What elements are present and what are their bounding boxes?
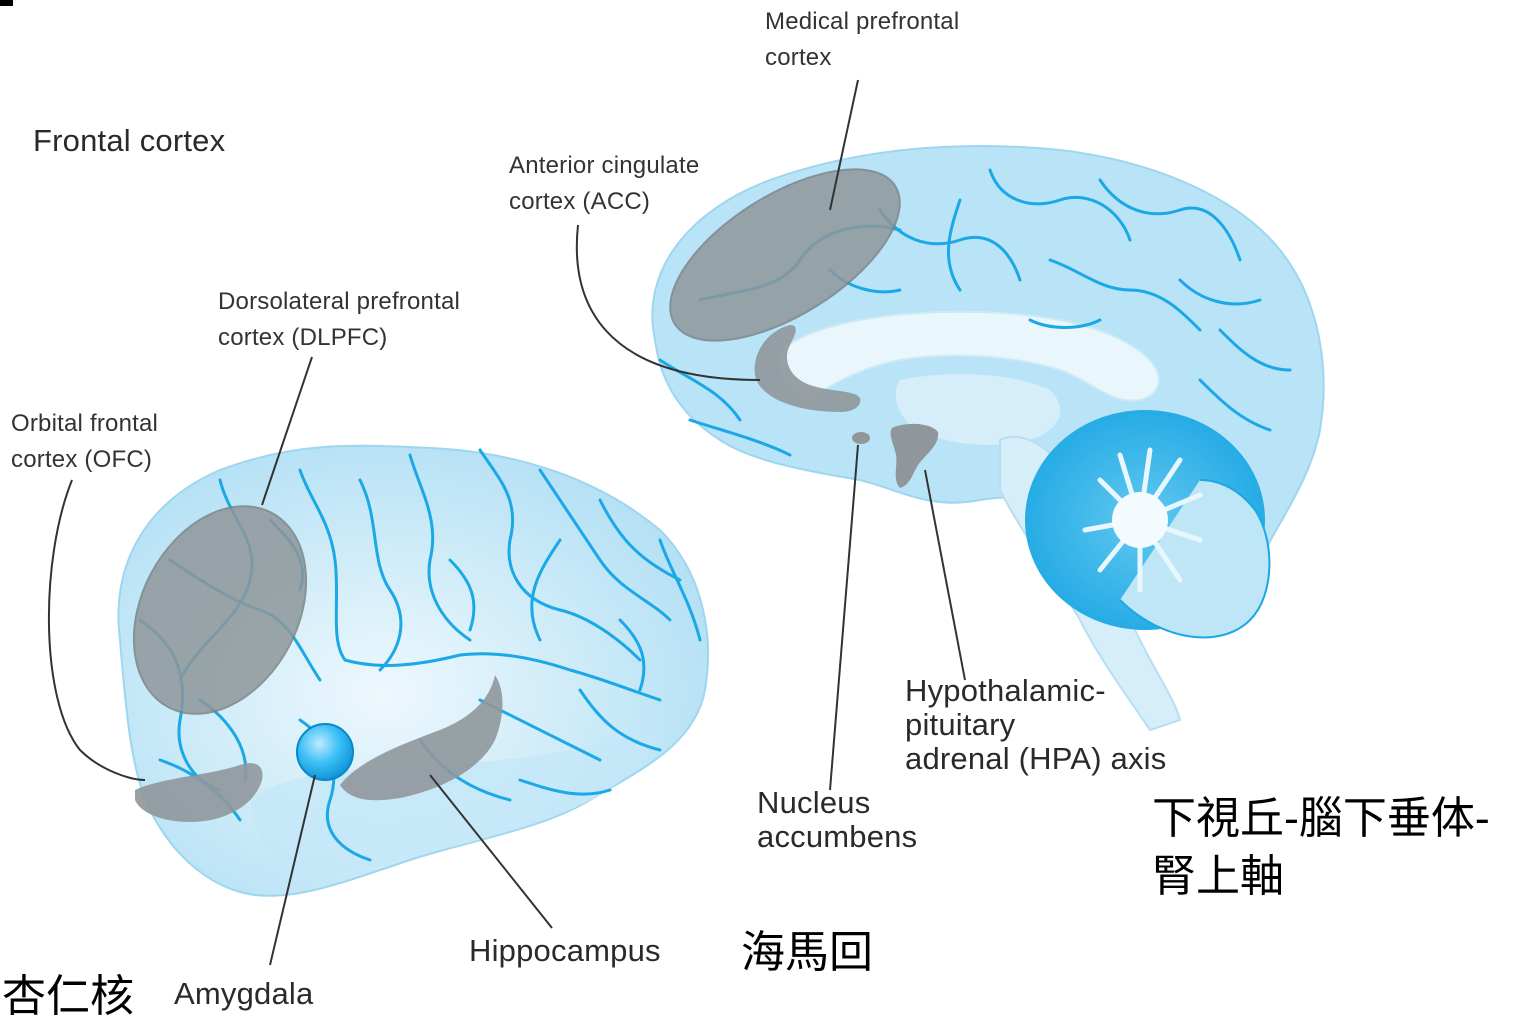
ofc-label-1: Orbital frontal	[11, 406, 158, 442]
hippocampus-label: Hippocampus	[469, 932, 661, 969]
medial-brain	[643, 135, 1324, 730]
hpa-cjk-label-2: 腎上軸	[1152, 852, 1284, 902]
hpa-label-1: Hypothalamic-	[905, 672, 1106, 709]
acc-label-2: cortex (ACC)	[509, 184, 650, 220]
ofc-label-2: cortex (OFC)	[11, 442, 152, 478]
amygdala-label: Amygdala	[174, 975, 313, 1012]
leader-nacc	[830, 445, 858, 790]
acc-label-1: Anterior cingulate	[509, 148, 699, 184]
nucleus-accumbens-label-2: accumbens	[757, 818, 917, 855]
dlpfc-label-1: Dorsolateral prefrontal	[218, 284, 460, 320]
nucleus-accumbens-region	[852, 432, 870, 444]
medical-prefrontal-label-1: Medical prefrontal	[765, 4, 959, 40]
hippocampus-cjk-label: 海馬回	[741, 928, 873, 978]
frontal-cortex-label: Frontal cortex	[33, 122, 225, 159]
amygdala-cjk-label: 杏仁核	[2, 972, 134, 1022]
nucleus-accumbens-label-1: Nucleus	[757, 784, 870, 821]
hpa-label-3: adrenal (HPA) axis	[905, 740, 1166, 777]
hpa-label-2: pituitary	[905, 706, 1015, 743]
hpa-cjk-label-1: 下視丘-腦下垂体-	[1152, 794, 1490, 844]
lateral-brain	[99, 446, 708, 896]
medical-prefrontal-label-2: cortex	[765, 40, 832, 76]
dlpfc-label-2: cortex (DLPFC)	[218, 320, 388, 356]
amygdala-region	[297, 724, 353, 780]
